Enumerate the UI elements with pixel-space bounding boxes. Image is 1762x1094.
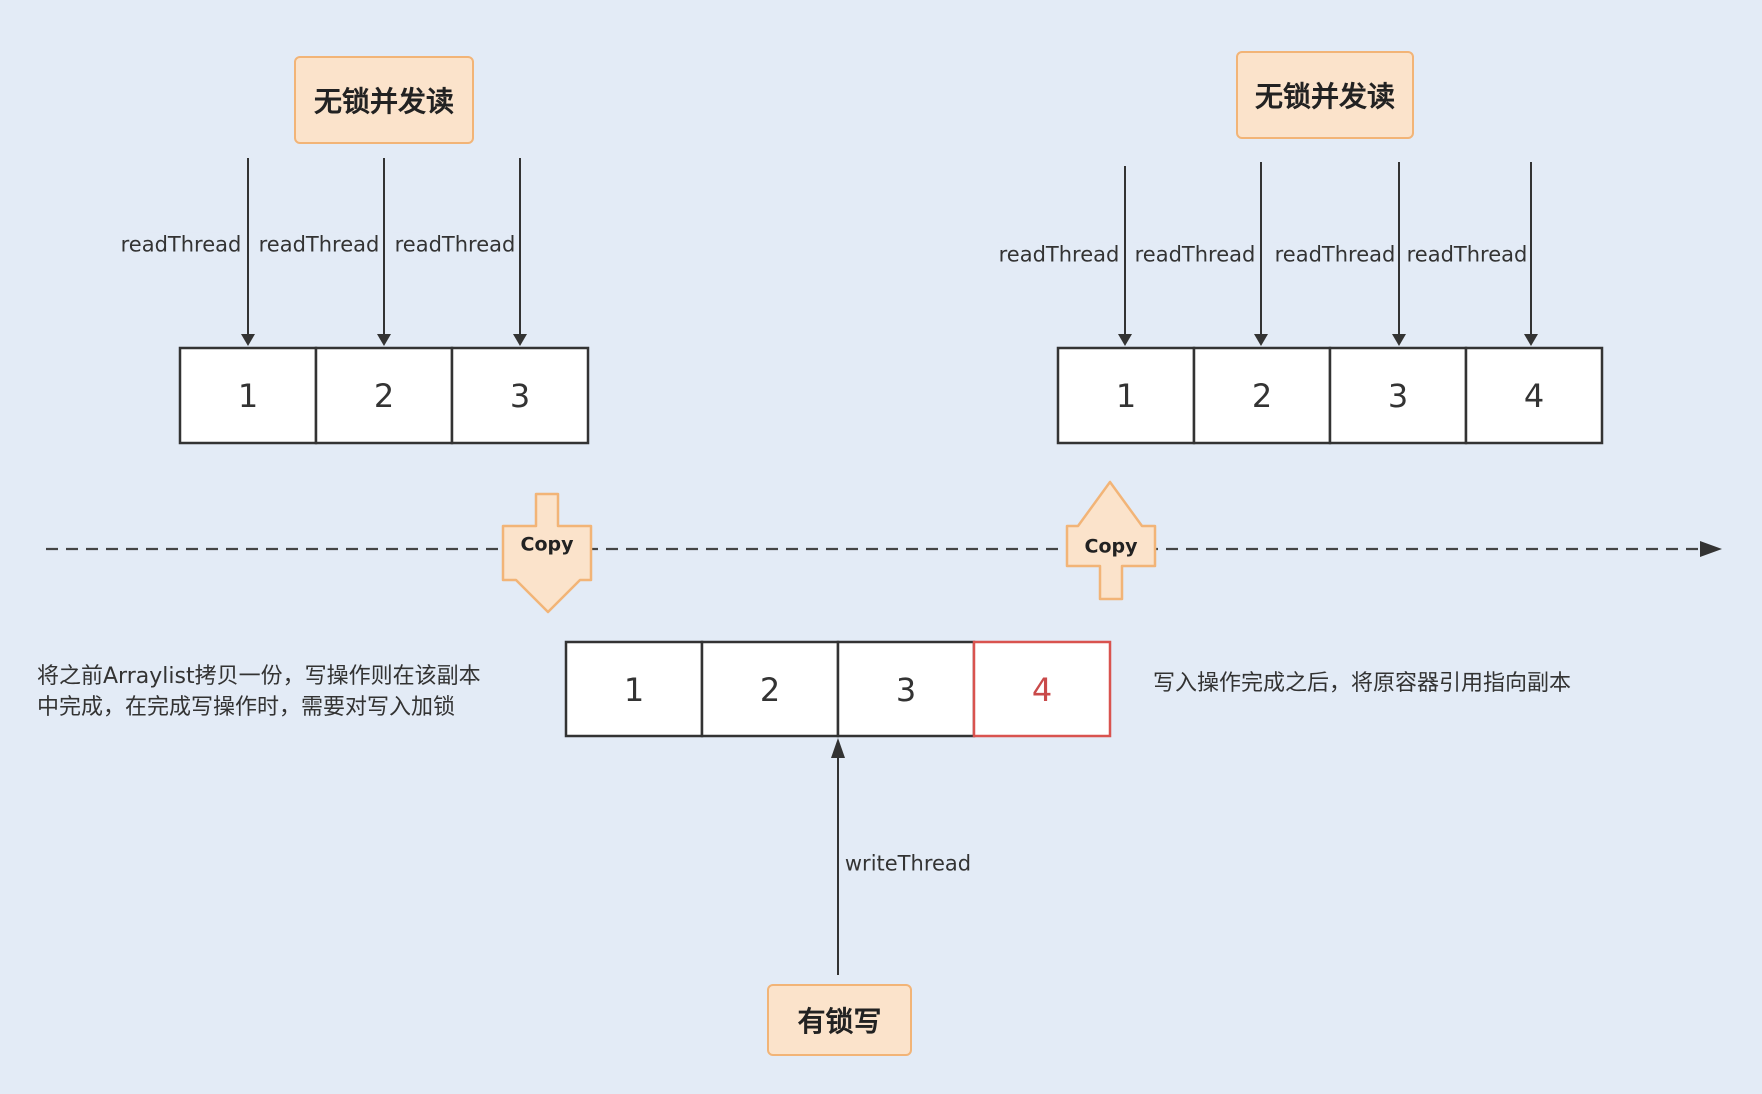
timeline-arrowhead: [1700, 541, 1722, 557]
write-arrowhead: [831, 738, 845, 758]
array-cell-value: 3: [895, 671, 917, 709]
array-cell-value: 1: [237, 377, 259, 415]
copy-up-arrow: [1065, 480, 1157, 601]
read-thread-label: readThread: [392, 232, 518, 258]
copy-down-arrow: [501, 492, 593, 614]
array-cell-value: 3: [1387, 377, 1409, 415]
lock-free-read-title: 无锁并发读: [313, 85, 454, 118]
array-cell-new: [972, 640, 1112, 738]
read-thread-label: readThread: [996, 242, 1122, 268]
lock-free-read-title: 无锁并发读: [1254, 80, 1395, 113]
array-top-right: [1056, 346, 1604, 445]
array-cell: [314, 346, 454, 445]
lock-free-read-box-right: 无锁并发读: [1236, 51, 1414, 139]
read-thread-label: readThread: [256, 232, 382, 258]
read-thread-label: readThread: [118, 232, 244, 258]
array-cell-value: 2: [373, 377, 395, 415]
array-cell: [178, 346, 318, 445]
note-reference-swap: 写入操作完成之后，将原容器引用指向副本: [1153, 671, 1572, 696]
read-thread-label: readThread: [1132, 242, 1258, 268]
copy-label: Copy: [520, 533, 574, 556]
array-cell: [1056, 346, 1196, 445]
write-thread-label: writeThread: [844, 851, 972, 876]
array-cell-value-new: 4: [1031, 671, 1053, 709]
array-cell-value: 2: [1251, 377, 1273, 415]
note-copy-description: 将之前Arraylist拷贝一份，写操作则在该副本 中完成，在完成写操作时，需要…: [37, 664, 481, 720]
array-top-left: [178, 346, 590, 445]
copy-label: Copy: [1084, 535, 1138, 558]
read-thread-label: readThread: [1272, 242, 1398, 268]
locked-write-box: 有锁写: [767, 984, 912, 1056]
array-cell-value: 1: [1115, 377, 1137, 415]
array-copy: [564, 640, 1112, 738]
array-cell-value: 3: [509, 377, 531, 415]
array-cell: [1192, 346, 1332, 445]
array-cell-value: 2: [759, 671, 781, 709]
array-cell-value: 4: [1523, 377, 1545, 415]
read-thread-label: readThread: [1404, 242, 1530, 268]
array-cell: [700, 640, 840, 738]
array-cell: [1464, 346, 1604, 445]
array-cell-value: 1: [623, 671, 645, 709]
array-cell: [564, 640, 704, 738]
locked-write-title: 有锁写: [797, 1005, 882, 1038]
array-cell: [450, 346, 590, 445]
array-cell: [836, 640, 976, 738]
lock-free-read-box-left: 无锁并发读: [294, 56, 474, 144]
